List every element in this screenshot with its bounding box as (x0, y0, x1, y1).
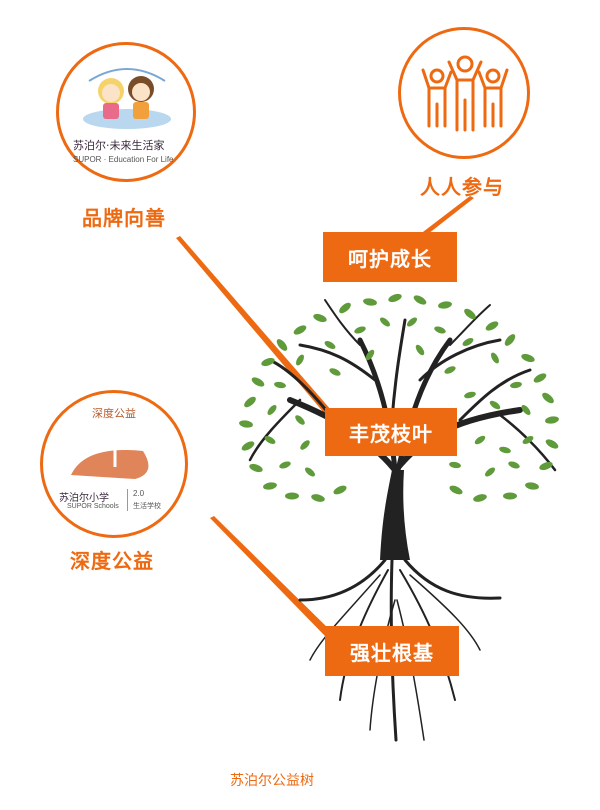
people-label: 人人参与 (420, 175, 504, 199)
brand-logo-circle: 苏泊尔·未来生活家 SUPOR · Education For Life (56, 42, 196, 182)
charity-logo-title: 苏泊尔小学 (59, 493, 109, 504)
charity-logo-divider (127, 489, 128, 511)
brand-label: 品牌向善 (82, 206, 166, 230)
charity-label: 深度公益 (70, 549, 154, 573)
charity-logo-circle: 深度公益 苏泊尔小学 SUPOR Schools 2.0 生活学校 (40, 390, 188, 538)
charity-logo-heading: 深度公益 (92, 407, 136, 420)
people-raising-hands-icon (421, 55, 509, 132)
tree-leaves (239, 293, 559, 502)
diagram-caption: 苏泊尔公益树 (230, 773, 314, 789)
charity-logo-version: 2.0 (133, 489, 145, 498)
brand-logo-subtitle: SUPOR · Education For Life (73, 155, 174, 164)
brand-logo-title: 苏泊尔·未来生活家 (73, 139, 165, 152)
children-illustration-icon (83, 68, 171, 129)
charity-logo-version-sub: 生活学校 (133, 503, 161, 510)
connector-charity (210, 516, 332, 636)
people-circle (398, 27, 530, 159)
leaves-box: 丰茂枝叶 (325, 408, 457, 456)
connector-brand (176, 236, 338, 420)
roots-box: 强壮根基 (325, 626, 459, 676)
sprout-icon (71, 435, 149, 479)
charity-logo-subtitle: SUPOR Schools (67, 503, 119, 510)
care-box: 呵护成长 (323, 232, 457, 282)
